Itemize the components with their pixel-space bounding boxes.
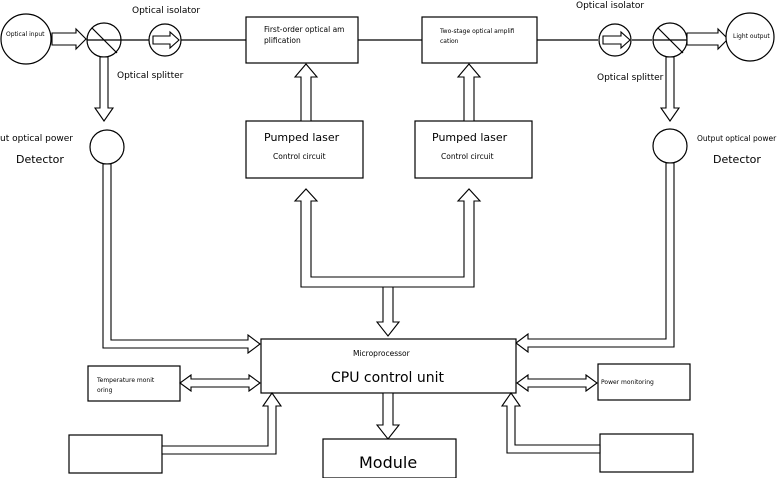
first-amp-line1: First-order optical am <box>264 25 344 34</box>
pumped-laser-right-box <box>414 120 533 179</box>
right-laser-to-amp-arrow <box>456 63 482 122</box>
bottom-right-blank-box <box>599 433 694 473</box>
power-monitoring-box <box>597 363 691 401</box>
second-amp-line1: Two-stage optical amplifi <box>439 28 515 35</box>
bus-to-cpu-arrow <box>375 286 401 337</box>
detector-left-label: Detector <box>16 153 64 166</box>
output-power-label: Output optical power <box>697 134 777 143</box>
left-splitter-symbol <box>86 22 122 58</box>
temperature-cpu-double-arrow <box>179 373 261 393</box>
pumped-laser-left-label: Pumped laser <box>264 131 340 144</box>
power-monitoring-label: Power monitoring <box>601 379 654 386</box>
output-power-detector-circle <box>652 128 688 164</box>
first-amp-line2: plification <box>264 36 301 45</box>
module-label: Module <box>359 453 417 472</box>
temperature-monitoring-box <box>87 365 181 402</box>
cpu-to-lasers-distribution-arrow <box>293 188 482 288</box>
optical-input-label: Optical input <box>6 31 45 38</box>
two-stage-amplification-box <box>421 16 538 64</box>
bottom-right-to-cpu-arrow <box>500 392 601 454</box>
temperature-line1: Temperature monit <box>96 377 155 384</box>
left-laser-to-amp-arrow <box>293 63 319 122</box>
pumped-laser-left-box <box>245 120 364 179</box>
input-power-label: ut optical power <box>0 134 73 144</box>
second-amp-line2: cation <box>440 38 459 45</box>
optical-input-node <box>0 13 52 65</box>
first-order-amplification-box <box>245 16 359 64</box>
output-detector-to-cpu-arrow <box>515 162 675 354</box>
control-circuit-left-label: Control circuit <box>273 152 326 161</box>
cpu-control-unit-box <box>260 338 517 394</box>
splitter-to-output-arrow <box>686 27 729 51</box>
left-isolator-symbol <box>148 23 182 57</box>
optical-isolator-right-label: Optical isolator <box>576 1 644 11</box>
temperature-line2: oring <box>97 387 113 394</box>
cpu-to-module-arrow <box>375 392 401 440</box>
light-output-label: Light output <box>733 33 770 40</box>
detector-right-label: Detector <box>713 153 761 166</box>
optical-splitter-right-label: Optical splitter <box>597 73 664 83</box>
right-splitter-down-arrow <box>659 56 681 122</box>
bottom-left-blank-box <box>68 434 163 474</box>
input-to-splitter-arrow <box>51 27 87 51</box>
bottom-left-to-cpu-arrow <box>161 392 283 455</box>
left-splitter-down-arrow <box>93 56 115 122</box>
input-power-detector-circle <box>89 129 125 165</box>
right-isolator-symbol <box>598 23 632 57</box>
light-output-node <box>725 12 775 62</box>
module-box <box>322 438 457 478</box>
cpu-control-unit-label: CPU control unit <box>331 370 445 386</box>
pumped-laser-right-label: Pumped laser <box>432 131 508 144</box>
input-detector-to-cpu-arrow <box>102 163 261 355</box>
control-circuit-right-label: Control circuit <box>441 152 494 161</box>
microprocessor-label: Microprocessor <box>353 349 411 358</box>
right-splitter-symbol <box>652 22 688 58</box>
cpu-power-double-arrow <box>516 373 598 393</box>
optical-isolator-left-label: Optical isolator <box>132 6 200 16</box>
optical-splitter-left-label: Optical splitter <box>117 71 184 81</box>
